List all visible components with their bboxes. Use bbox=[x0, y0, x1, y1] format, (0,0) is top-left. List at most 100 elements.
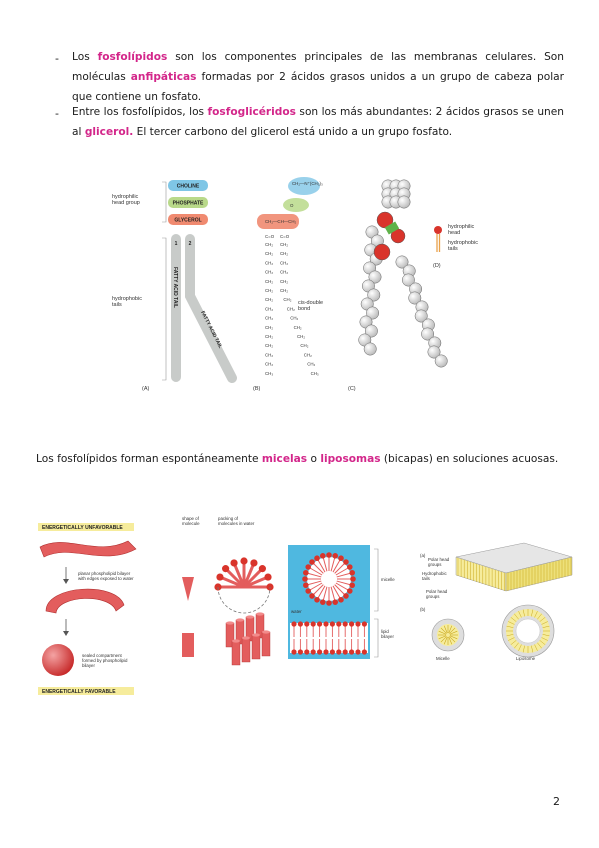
panel-a-small-label: (a) bbox=[420, 553, 426, 558]
panel-b-small-label: (b) bbox=[420, 607, 426, 612]
svg-text:ENERGETICALLY UNFAVORABLE: ENERGETICALLY UNFAVORABLE bbox=[42, 525, 123, 531]
panel-a-label: (A) bbox=[142, 386, 150, 392]
svg-text:CH₂: CH₂ bbox=[297, 334, 305, 339]
lipid-bilayer-cross-section bbox=[290, 621, 368, 655]
svg-text:CH₃: CH₃ bbox=[265, 371, 273, 376]
svg-text:CH₂: CH₂ bbox=[265, 334, 273, 339]
panel-c-label: (C) bbox=[348, 386, 356, 392]
highlight-term: fosfoglicéridos bbox=[207, 106, 296, 118]
svg-text:1: 1 bbox=[175, 241, 178, 247]
favorable-banner bbox=[38, 687, 134, 695]
svg-text:CH₂—CH—CH₂: CH₂—CH—CH₂ bbox=[265, 219, 297, 224]
svg-text:ENERGETICALLY FAVORABLE: ENERGETICALLY FAVORABLE bbox=[42, 689, 116, 695]
svg-text:CH₂: CH₂ bbox=[265, 316, 273, 321]
svg-text:CH₂: CH₂ bbox=[294, 325, 302, 330]
svg-text:CH₂: CH₂ bbox=[280, 279, 288, 284]
svg-text:CH₂: CH₂ bbox=[265, 242, 273, 247]
svg-text:C=O: C=O bbox=[280, 234, 290, 239]
cone-packing-micelle bbox=[214, 557, 274, 591]
svg-text:CH₂: CH₂ bbox=[265, 343, 273, 348]
svg-text:CH₂: CH₂ bbox=[280, 270, 288, 275]
unfavorable-banner bbox=[38, 523, 134, 531]
curved-bilayer-sheet bbox=[45, 588, 125, 614]
highlight-term: glicerol. bbox=[84, 126, 134, 138]
svg-text:CH₂: CH₂ bbox=[280, 251, 288, 256]
planar-bilayer-sheet bbox=[39, 540, 137, 558]
svg-text:CH₂: CH₂ bbox=[265, 362, 273, 367]
svg-text:CH₃: CH₃ bbox=[311, 371, 319, 376]
fatty-acid-chain-saturated: CH₂ CH₂ CH₂ CH₂ CH₂ CH₂ CH₂ CH₂ CH₂ CH₂ CH₂ CH₂ CH₂ C… bbox=[265, 242, 273, 376]
svg-text:CH₂: CH₂ bbox=[307, 362, 315, 367]
highlight-term: liposomas bbox=[320, 453, 381, 465]
svg-text:CH₂: CH₂ bbox=[265, 251, 273, 256]
svg-text:FATTY ACID TAIL: FATTY ACID TAIL bbox=[172, 267, 178, 308]
bullet-marker: - bbox=[55, 107, 59, 120]
paragraph-fosfolipidos: Los fosfolípidos son los componentes pri… bbox=[72, 51, 564, 103]
svg-text:CH₂: CH₂ bbox=[287, 306, 295, 311]
svg-text:CH₂: CH₂ bbox=[300, 343, 308, 348]
svg-text:water: water bbox=[291, 609, 302, 614]
fatty-acid-tail-1 bbox=[171, 234, 181, 382]
sealed-compartment-sphere bbox=[42, 644, 74, 676]
panel-d-label: (D) bbox=[433, 263, 441, 269]
svg-text:GLYCEROL: GLYCEROL bbox=[174, 218, 201, 224]
bullet-marker: - bbox=[55, 52, 59, 65]
svg-text:PHOSPHATE: PHOSPHATE bbox=[173, 201, 204, 207]
micelle-label: micelle bbox=[381, 577, 395, 582]
svg-text:O: O bbox=[290, 203, 294, 208]
svg-text:CH₂: CH₂ bbox=[280, 288, 288, 293]
micelle-caption: Micelle bbox=[436, 656, 450, 661]
highlight-term: micelas bbox=[261, 453, 308, 465]
svg-text:CH₂: CH₂ bbox=[290, 316, 298, 321]
choline-group bbox=[168, 180, 208, 191]
cylinder-packing-bilayer bbox=[225, 612, 271, 666]
micelle-liposome-figure: ENERGETICALLY UNFAVORABLE planar phospho… bbox=[38, 516, 573, 695]
highlight-term: anfipáticas bbox=[130, 71, 197, 83]
svg-text:CH₂: CH₂ bbox=[283, 297, 291, 302]
svg-text:CH₂: CH₂ bbox=[265, 352, 273, 357]
svg-text:CHOLINE: CHOLINE bbox=[177, 184, 200, 190]
glycerol-group bbox=[168, 214, 208, 225]
paragraph-micelas-liposomas: Los fosfolípidos forman espontáneamente … bbox=[36, 453, 559, 465]
fatty-acid-chain-unsaturated: CH₂ CH₂ CH₂ CH₂ CH₂ CH₂ CH₂ CH₂ CH₂ CH₂ CH₂ CH₂ CH₂ C… bbox=[280, 242, 319, 376]
svg-text:CH₂: CH₂ bbox=[280, 260, 288, 265]
cylinder-shaped-molecule bbox=[182, 633, 194, 657]
space-filling-model bbox=[358, 179, 448, 368]
phosphate-group bbox=[168, 197, 208, 208]
phospholipid-icon-head bbox=[434, 226, 442, 234]
liposome-3d bbox=[501, 604, 555, 658]
svg-text:CH₂: CH₂ bbox=[265, 260, 273, 265]
highlight-term: fosfolípidos bbox=[97, 51, 168, 63]
svg-text:2: 2 bbox=[189, 241, 192, 247]
bilayer-sheet-3d bbox=[455, 542, 573, 592]
panel-b-label: (B) bbox=[253, 386, 261, 392]
svg-text:CH₂—N⁺(CH₃)₃: CH₂—N⁺(CH₃)₃ bbox=[292, 181, 323, 186]
fatty-acid-tail-2 bbox=[185, 234, 237, 383]
svg-text:CH₂: CH₂ bbox=[265, 325, 273, 330]
liposome-caption: Liposome bbox=[516, 656, 536, 661]
svg-text:CH₂: CH₂ bbox=[265, 270, 273, 275]
svg-text:CH₂: CH₂ bbox=[265, 288, 273, 293]
cone-shaped-molecule bbox=[182, 577, 194, 601]
svg-text:CH₂: CH₂ bbox=[265, 306, 273, 311]
paragraph-fosfogliceridos: Entre los fosfolípidos, los fosfoglicéri… bbox=[72, 106, 564, 138]
svg-text:CH₂: CH₂ bbox=[265, 279, 273, 284]
svg-text:CH₂: CH₂ bbox=[304, 352, 312, 357]
svg-text:CH₂: CH₂ bbox=[280, 242, 288, 247]
page-number: 2 bbox=[553, 795, 560, 808]
micelle-cross-section bbox=[302, 552, 356, 606]
